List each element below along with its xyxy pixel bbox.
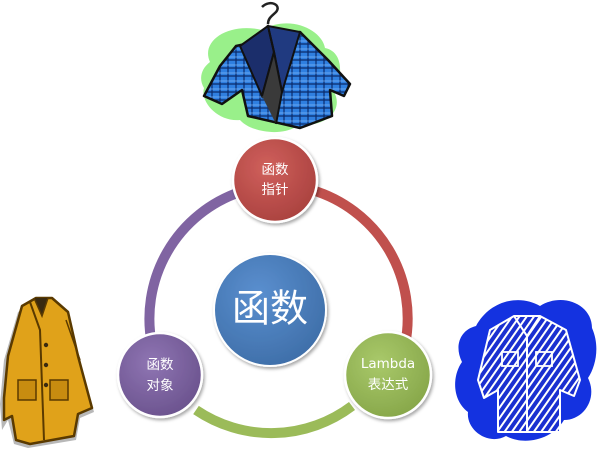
node-function-object: 函数 对象: [116, 331, 204, 419]
arc-lambda-to-object: [193, 402, 356, 439]
blue-shirt-icon: [455, 300, 597, 441]
arc-pointer-to-lambda: [310, 185, 413, 346]
node-lambda-expression-line1: Lambda: [361, 356, 415, 372]
arc-object-to-pointer: [144, 187, 242, 346]
node-function-object-line2: 对象: [147, 378, 174, 394]
yellow-coat-icon: [0, 296, 94, 448]
node-function-object-line1: 函数: [147, 357, 174, 373]
hanging-blazer-icon: [201, 1, 352, 133]
node-function-pointer-line2: 指针: [262, 182, 289, 198]
node-function-pointer: 函数 指针: [231, 136, 319, 224]
node-lambda-expression-line2: 表达式: [368, 377, 409, 393]
center-label: 函数: [232, 287, 308, 331]
node-function-pointer-line1: 函数: [262, 162, 289, 178]
center-node: 函数: [213, 253, 327, 367]
node-lambda-expression: Lambda 表达式: [343, 330, 433, 420]
cycle-ring: [144, 185, 413, 439]
